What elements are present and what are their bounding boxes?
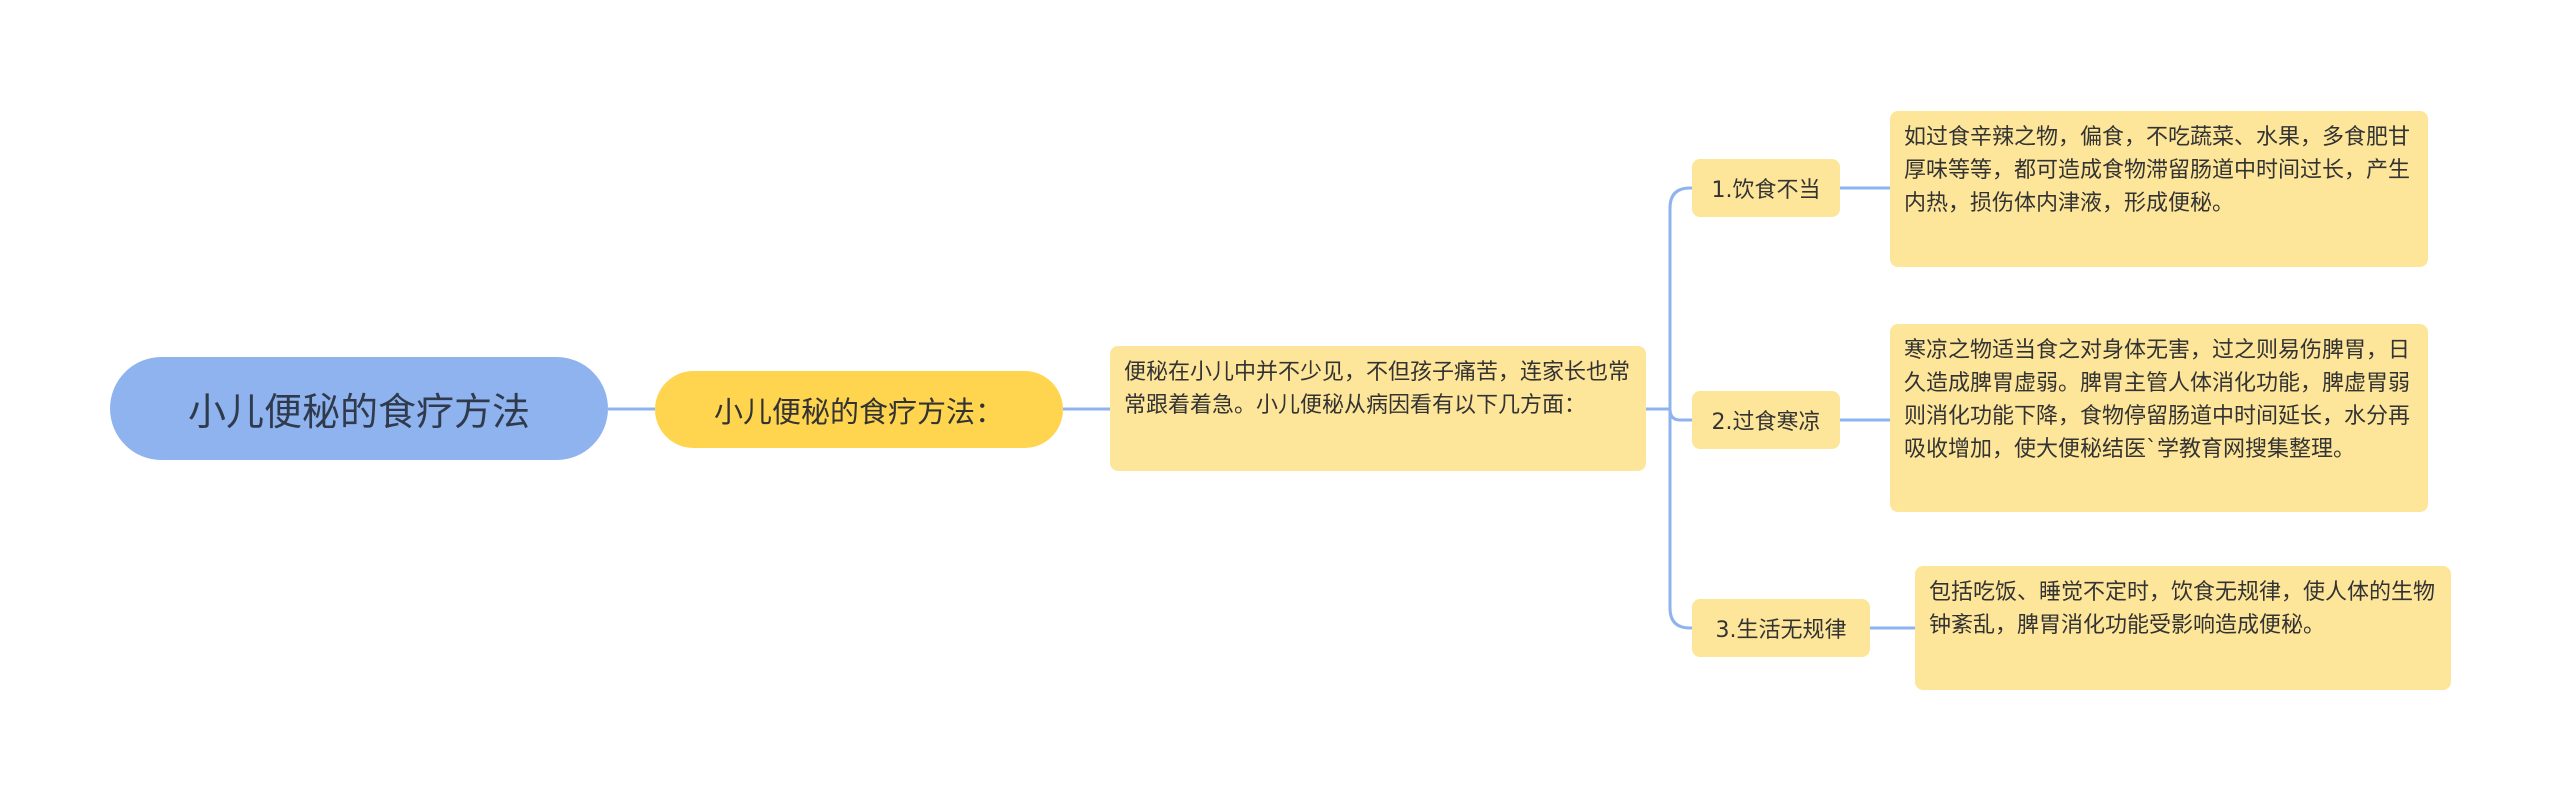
detail-node-cold-food[interactable]: 寒凉之物适当食之对身体无害，过之则易伤脾胃，日久造成脾胃虚弱。脾胃主管人体消化功… — [1890, 324, 2428, 512]
branch-node-cold-food[interactable]: 2.过食寒凉 — [1692, 391, 1840, 449]
connector-to-branch-2 — [1668, 408, 1692, 422]
detail-node-text: 寒凉之物适当食之对身体无害，过之则易伤脾胃，日久造成脾胃虚弱。脾胃主管人体消化功… — [1904, 338, 2411, 462]
root-node-label: 小儿便秘的食疗方法 — [187, 390, 530, 434]
detail-node-text: 包括吃饭、睡觉不定时，饮食无规律，使人体的生物钟紊乱，脾胃消化功能受影响造成便秘… — [1929, 580, 2436, 638]
branch-node-label: 1.饮食不当 — [1711, 178, 1821, 203]
branch-node-label: 3.生活无规律 — [1715, 618, 1847, 643]
detail-node-irregular-life[interactable]: 包括吃饭、睡觉不定时，饮食无规律，使人体的生物钟紊乱，脾胃消化功能受影响造成便秘… — [1915, 566, 2451, 690]
root-node[interactable]: 小儿便秘的食疗方法 — [110, 357, 608, 460]
detail-node-text: 如过食辛辣之物，偏食，不吃蔬菜、水果，多食肥甘厚味等等，都可造成食物滞留肠道中时… — [1904, 125, 2411, 216]
topic-node-label: 小儿便秘的食疗方法： — [713, 394, 1004, 429]
branch-node-diet[interactable]: 1.饮食不当 — [1692, 159, 1840, 217]
topic-node[interactable]: 小儿便秘的食疗方法： — [655, 371, 1063, 448]
branch-node-label: 2.过食寒凉 — [1711, 410, 1821, 435]
connector-to-branch-3 — [1668, 409, 1692, 630]
intro-node[interactable]: 便秘在小儿中并不少见，不但孩子痛苦，连家长也常常跟着着急。小儿便秘从病因看有以下… — [1110, 346, 1646, 471]
detail-node-diet[interactable]: 如过食辛辣之物，偏食，不吃蔬菜、水果，多食肥甘厚味等等，都可造成食物滞留肠道中时… — [1890, 111, 2428, 267]
branch-node-irregular-life[interactable]: 3.生活无规律 — [1692, 599, 1870, 657]
intro-node-text: 便秘在小儿中并不少见，不但孩子痛苦，连家长也常常跟着着急。小儿便秘从病因看有以下… — [1124, 360, 1631, 418]
connector-to-branch-1 — [1668, 186, 1692, 409]
